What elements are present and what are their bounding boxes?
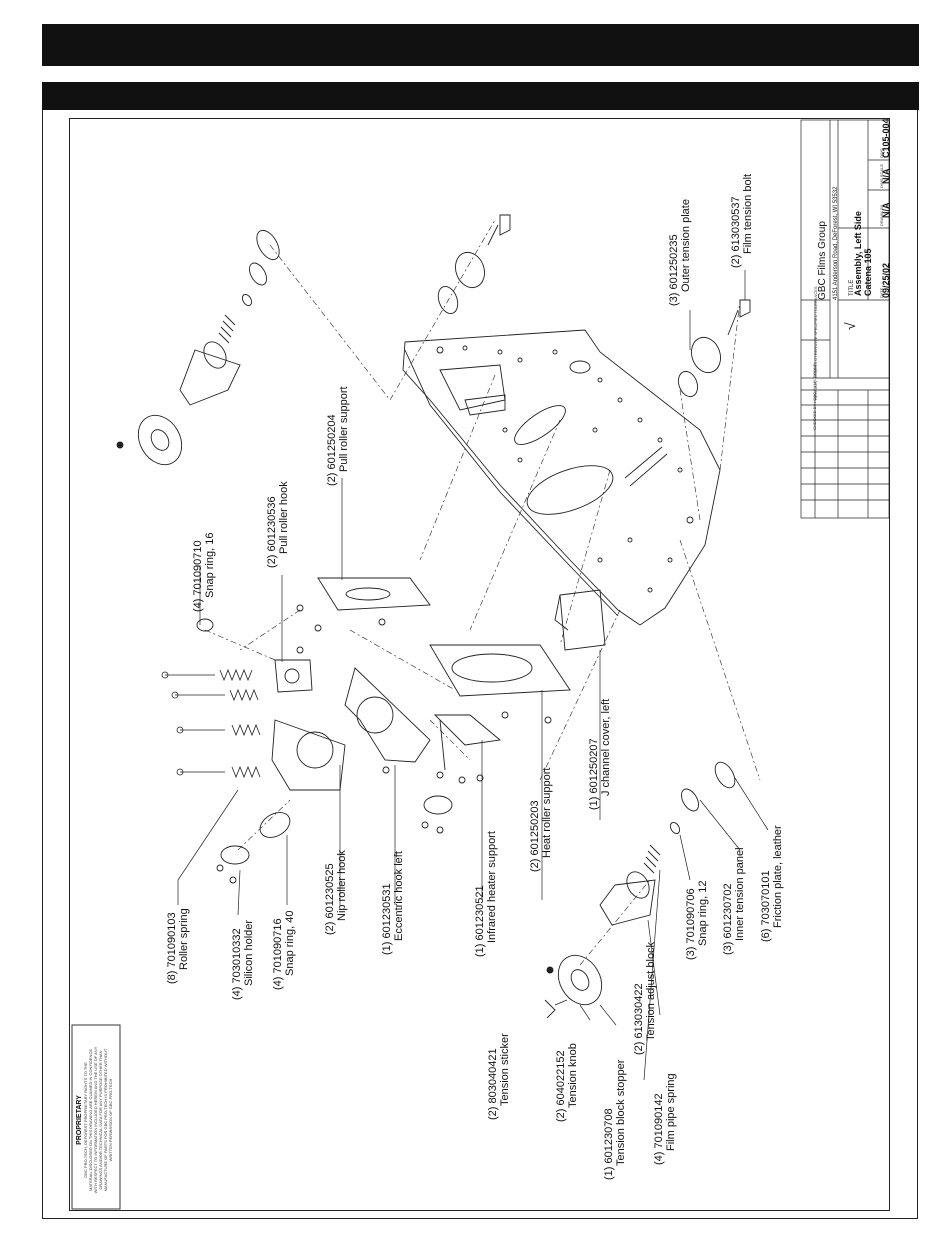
side-plate	[402, 329, 721, 626]
callout-snap-ring-12: (3) 701090706 Snap ring, 12	[685, 880, 709, 960]
lower-tension-assembly	[544, 761, 736, 1019]
j-channel-cover	[554, 589, 606, 651]
callout-snap-ring-16: (4) 701090710 Snap ring, 16	[192, 532, 216, 612]
callout-silicon-holder: (4) 703010332 Silicon holder	[231, 919, 255, 1000]
callout-tension-sticker: (2) 803040421 Tension sticker	[487, 1033, 511, 1120]
callout-infrared-heater-support: (1) 601230521 Infrared heater support	[474, 831, 498, 957]
plate-bracket	[439, 364, 506, 411]
pull-roller-hook	[274, 659, 313, 693]
callout-tension-adjust-block: (2) 613030422 Tension adjust block	[633, 941, 657, 1055]
upper-tension-assembly	[116, 229, 280, 466]
callout-eccentric-hook: (1) 601230531 Eccentric hook left	[381, 851, 405, 955]
plate-slot-2	[526, 465, 614, 515]
drawing-frame	[69, 118, 890, 1211]
proprietary-note: PROPRIETARY GBC PRO-TECH, DEFOREST PROPR…	[76, 1035, 113, 1205]
nip-roller-hook	[271, 719, 346, 791]
callout-friction-plate: (6) 703070101 Friction plate, leather	[760, 825, 784, 942]
callout-tension-knob: (2) 604022152 Tension knob	[555, 1043, 579, 1122]
side-plate-edge	[404, 349, 619, 617]
plate-holes	[436, 345, 694, 593]
callout-inner-tension-panel: (3) 601230702 Inner tension panel	[722, 847, 746, 955]
callout-outer-tension-plate: (3) 601250235 Outer tension plate	[668, 199, 692, 306]
screws	[216, 604, 552, 884]
snap-ring-16	[196, 618, 214, 632]
silicon-holder-2	[220, 845, 250, 865]
callout-heat-roller-support: (2) 601250203 Heat roller support	[529, 767, 553, 873]
drawn-by-value: N/A	[881, 202, 891, 219]
callout-pull-roller-support: (2) 601250204 Pull roller support	[326, 386, 350, 486]
leader-lines	[177, 270, 769, 1081]
callout-snap-ring-40: (4) 701090716 Snap ring, 40	[272, 910, 296, 990]
plate-slot-3	[624, 446, 668, 487]
callout-film-tension-bolt: (2) 613030537 Film tension bolt	[730, 173, 754, 268]
center-lines	[204, 219, 761, 966]
revision-label: REVISION	[813, 380, 818, 400]
callout-j-channel-cover: (1) 601250207 J channel cover, left	[588, 698, 612, 810]
title-block-lines	[800, 119, 890, 519]
right-tension-parts	[437, 214, 751, 398]
pull-roller-support	[317, 577, 431, 611]
subheader-bar	[42, 82, 919, 110]
proprietary-title: PROPRIETARY	[76, 1095, 83, 1145]
callout-nip-roller-hook: (2) 601230525 Nip roller hook	[324, 850, 348, 935]
plate-slot-1	[514, 405, 566, 445]
proprietary-box	[71, 1024, 121, 1210]
callout-tension-block-stopper: (1) 601230708 Tension block stopper	[603, 1059, 627, 1180]
page-frame	[42, 110, 918, 1219]
scale-value: N/A	[881, 168, 891, 185]
snap-ring-40	[259, 812, 291, 838]
callout-pull-roller-hook: (2) 601230536 Pull roller hook	[266, 481, 290, 568]
eccentric-hook	[344, 667, 431, 763]
heat-roller-support	[429, 644, 571, 697]
finish-symbol: √	[842, 322, 858, 330]
callout-film-pipe-spring: (4) 701090142 Film pipe spring	[653, 1073, 677, 1165]
header-bar	[42, 24, 919, 66]
silicon-holder	[423, 795, 453, 815]
proprietary-line: WRITTEN PERMISSION OF GBC PRO-TECH	[108, 1078, 113, 1162]
date-value: 09/25/02	[881, 262, 891, 298]
plate-hole-1	[569, 360, 591, 374]
callout-roller-spring: (8) 701090103 Roller spring	[166, 908, 190, 984]
roller-springs	[161, 668, 261, 779]
infrared-heater-support	[433, 714, 502, 771]
drawing-number: C105-004	[881, 118, 891, 158]
